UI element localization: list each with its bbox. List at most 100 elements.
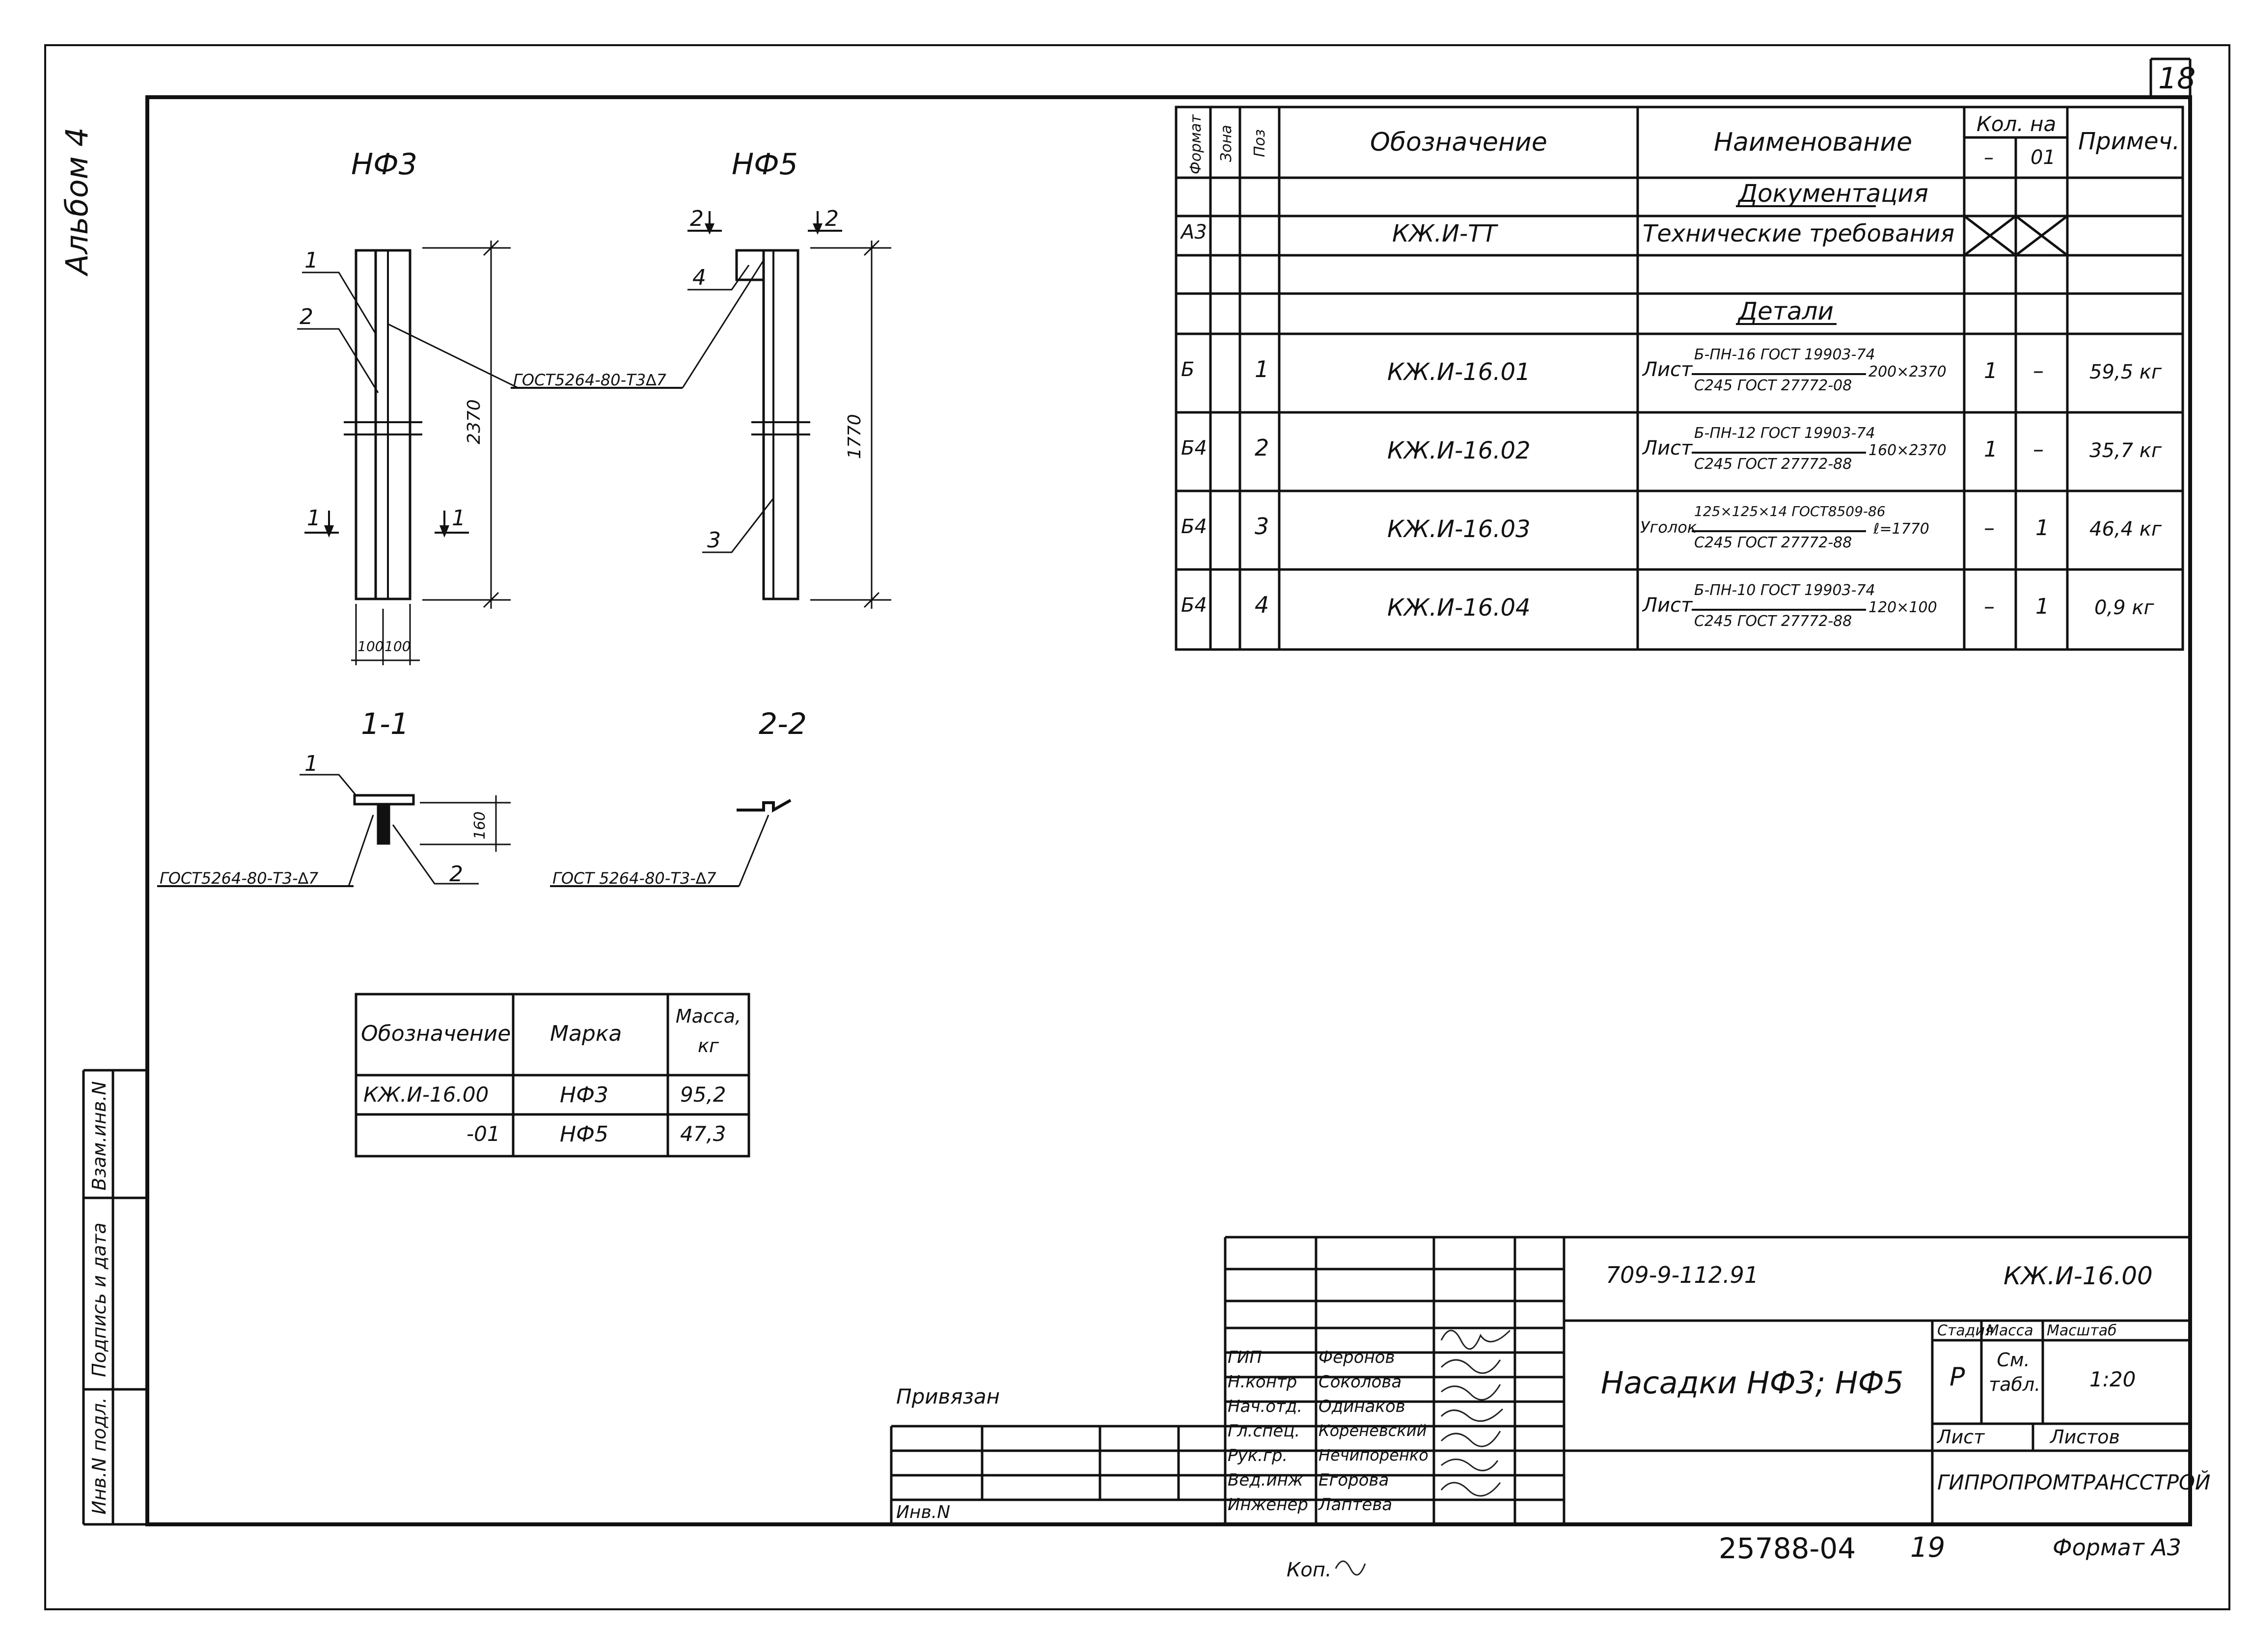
spec-row-4-format: Б4 [1181,594,1207,617]
spec-doc-name: Технические требования [1643,220,1955,247]
inv-n-label: Инв.N [896,1502,951,1522]
title-nf5: НФ5 [732,147,798,182]
spec-row-4-note: 0,9 кг [2094,596,2154,619]
spec-row-1-designation: КЖ.И-16.01 [1387,358,1531,386]
marks-row-1-designation: КЖ.И-16.00 [363,1083,489,1107]
marks-row-2-mass: 47,3 [680,1122,726,1146]
dim-160: 160 [471,811,489,840]
dim-100-b: 100 [384,638,411,654]
spec-row-4-top: Б-ПН-10 ГОСТ 19903-74 [1694,582,1875,599]
role-2: Нач.отд. [1228,1397,1303,1416]
spec-row-1-bottom: С245 ГОСТ 27772-08 [1694,377,1852,394]
spec-row-1-prefix: Лист [1643,358,1693,381]
privyazan-label: Привязан [896,1384,1000,1408]
spec-row-2-prefix: Лист [1643,437,1693,460]
spec-section-parts: Детали [1738,297,1834,325]
name-1: Соколова [1318,1372,1402,1392]
spec-row-2-q2: – [2033,437,2044,462]
scale-value: 1:20 [2089,1367,2136,1391]
role-6: Инженер [1228,1495,1308,1515]
cut-2-left: 2 [690,206,704,231]
name-2: Одинаков [1318,1397,1405,1416]
spec-row-1-size: 200×2370 [1868,363,1947,380]
spec-header-qty-dash: – [1984,146,1994,169]
pos-3-label: 3 [707,528,721,553]
stage-label: Стадия [1937,1322,1994,1339]
spec-row-3-pos: 3 [1255,513,1269,540]
spec-row-1-top: Б-ПН-16 ГОСТ 19903-74 [1694,346,1875,363]
pos-1-label: 1 [304,248,318,273]
spec-row-3-prefix: Уголок [1640,518,1697,537]
org-name: ГИПРОПРОМТРАНССТРОЙ [1937,1470,2211,1494]
name-5: Егорова [1318,1470,1389,1490]
sec-pos-2: 2 [449,862,463,887]
side-label-vzam: Взам.инв.N [88,1081,110,1191]
marks-header-mark: Марка [550,1021,622,1046]
sheet-label: Лист [1937,1426,1985,1448]
spec-header-note: Примеч. [2078,128,2180,155]
marks-row-1-mass: 95,2 [680,1083,726,1107]
side-label-signature: Подпись и дата [88,1222,110,1377]
bottom-code: 25788-04 [1719,1532,1856,1565]
drawing-title: Насадки НФ3; НФ5 [1601,1365,1904,1401]
spec-header-qty-01: 01 [2031,146,2056,169]
spec-row-2-pos: 2 [1255,434,1269,461]
cut-1-right: 1 [452,506,466,531]
spec-doc-format: А3 [1181,221,1207,244]
role-0: ГИП [1228,1348,1262,1367]
bottom-page: 19 [1910,1532,1946,1564]
spec-row-3-q1: – [1984,515,1995,541]
role-4: Рук.гр. [1228,1446,1288,1465]
section-1-1: 1-1 [361,707,409,741]
spec-row-4-designation: КЖ.И-16.04 [1387,594,1531,622]
spec-row-4-pos: 4 [1255,592,1269,618]
spec-header-designation: Обозначение [1370,128,1547,157]
spec-header-name: Наименование [1714,128,1913,157]
album-label: Альбом 4 [59,127,95,275]
spec-row-2-size: 160×2370 [1868,442,1947,459]
pos-4-label: 4 [692,265,706,290]
marks-header-designation: Обозначение [361,1021,511,1046]
name-0: Феронов [1318,1348,1395,1367]
doc-code: КЖ.И-16.00 [2004,1262,2153,1290]
spec-row-4-prefix: Лист [1643,594,1693,617]
spec-row-2-note: 35,7 кг [2089,439,2162,462]
sheets-label: Листов [2050,1426,2120,1448]
dim-2370: 2370 [464,399,484,444]
spec-row-1-note: 59,5 кг [2089,361,2162,383]
dim-1770: 1770 [845,414,865,459]
role-1: Н.контр [1228,1372,1297,1392]
spec-row-1-q2: – [2033,358,2044,383]
dim-100-a: 100 [357,638,384,654]
weld-note-3: ГОСТ 5264-80-Т3-∆7 [552,869,716,888]
weld-note-1: ГОСТ5264-80-Т3∆7 [513,371,666,389]
spec-row-3-format: Б4 [1181,515,1207,538]
spec-row-4-size: 120×100 [1868,599,1937,616]
mass-value: См. табл. [1989,1349,2041,1395]
project-code: 709-9-112.91 [1606,1262,1759,1288]
section-2-2: 2-2 [759,707,807,741]
spec-row-2-top: Б-ПН-12 ГОСТ 19903-74 [1694,425,1875,442]
marks-header-mass: Масса, кг [675,1005,741,1056]
scale-label: Масштаб [2047,1322,2117,1339]
spec-row-3-q2: 1 [2035,515,2049,541]
spec-row-1-pos: 1 [1255,356,1269,382]
spec-row-3-note: 46,4 кг [2089,518,2162,541]
spec-row-3-top: 125×125×14 ГОСТ8509-86 [1694,503,1886,519]
copied-label: Коп. [1287,1559,1332,1581]
spec-header-zone: Зона [1218,125,1235,162]
cut-2-right: 2 [825,206,839,231]
marks-row-2-designation: -01 [467,1122,500,1146]
spec-row-4-bottom: С245 ГОСТ 27772-88 [1694,613,1852,630]
format-label: Формат А3 [2053,1534,2181,1561]
marks-row-2-mark: НФ5 [560,1122,608,1147]
spec-row-3-designation: КЖ.И-16.03 [1387,515,1531,543]
marks-row-1-mark: НФ3 [560,1083,608,1108]
role-3: Гл.спец. [1228,1421,1300,1441]
spec-header-qty: Кол. на [1976,112,2057,136]
weld-note-2: ГОСТ5264-80-Т3-∆7 [160,869,319,888]
spec-row-2-format: Б4 [1181,437,1207,460]
spec-header-format: Формат [1187,114,1205,174]
spec-row-2-bottom: С245 ГОСТ 27772-88 [1694,456,1852,473]
